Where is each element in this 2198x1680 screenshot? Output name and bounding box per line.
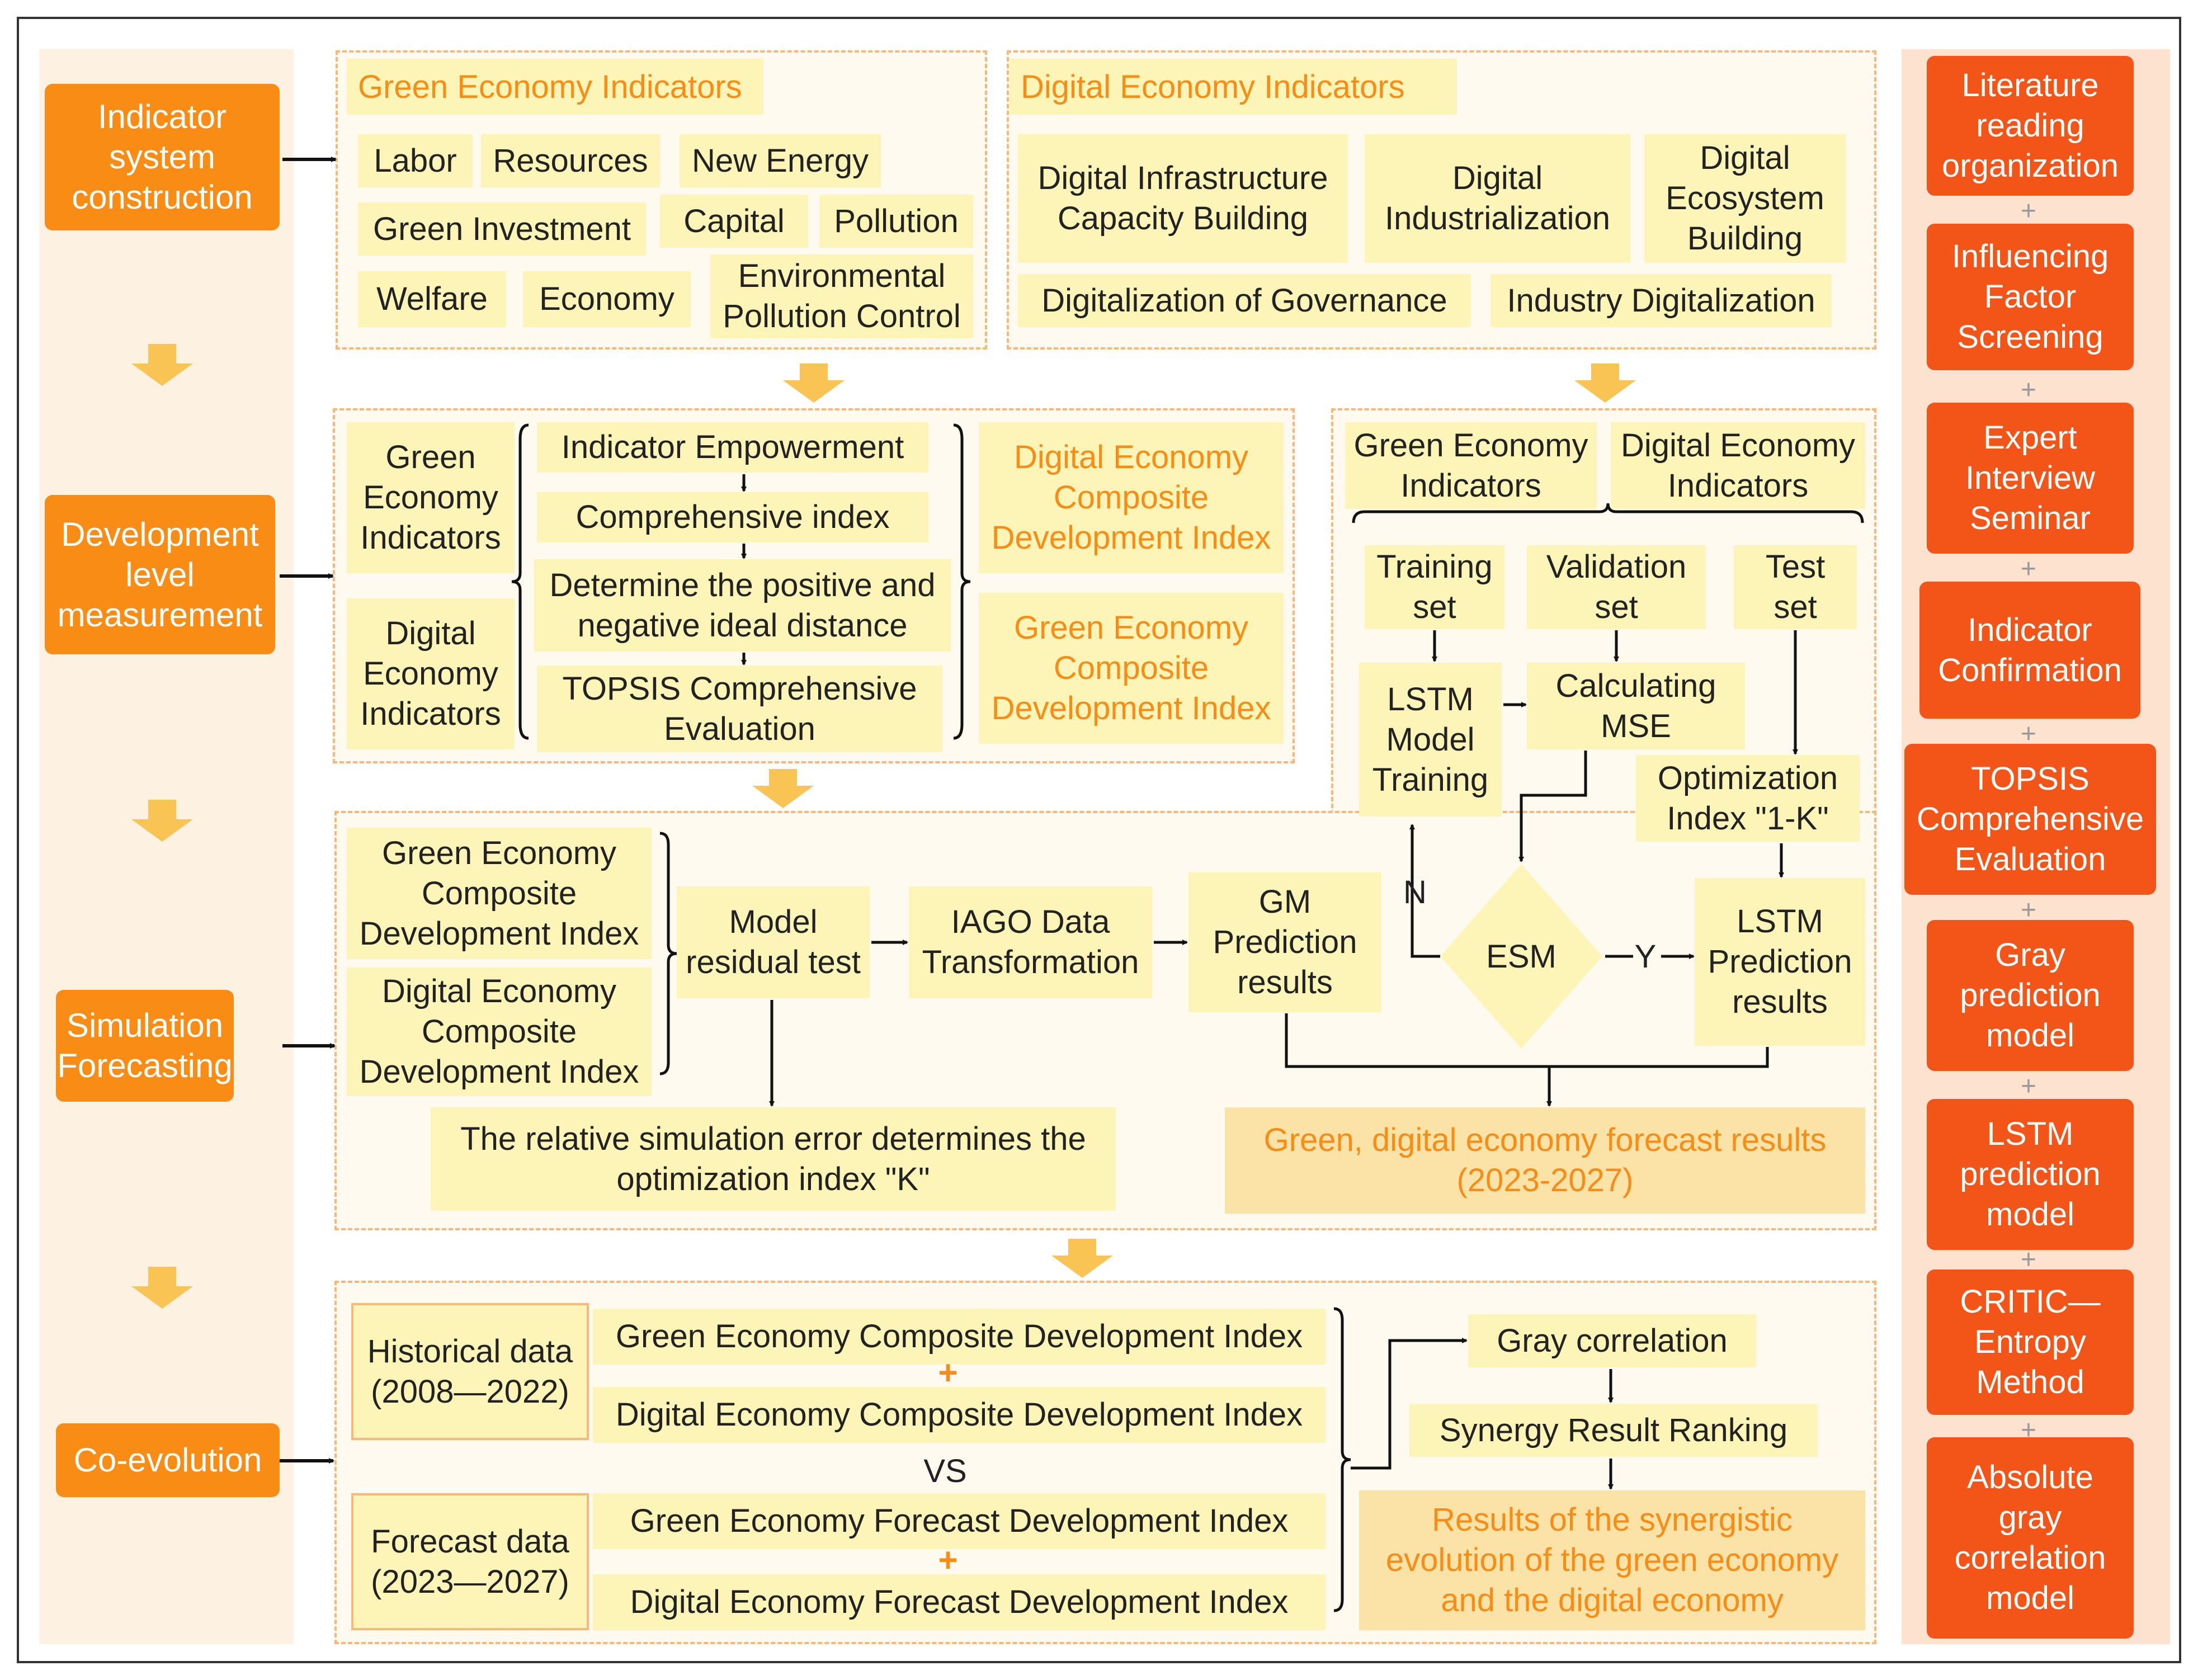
arrow-esm-no [1409, 824, 1440, 958]
synergistic-evolution-results: Results of the synergistic evolution of … [1359, 1490, 1865, 1630]
synergy-result-ranking: Synergy Result Ranking [1409, 1404, 1818, 1457]
method-topsis: TOPSIS Comprehensive Evaluation [1904, 744, 2156, 895]
forecast-data: Forecast data (2023—2027) [351, 1493, 589, 1630]
indicator-environmental-pollution-control: Environmental Pollution Control [710, 254, 973, 338]
green-indicators-title: Green Economy Indicators [347, 59, 763, 115]
indicator-resources: Resources [481, 134, 660, 187]
step-comprehensive-index: Comprehensive index [537, 492, 928, 542]
indicator-industry-digitalization: Industry Digitalization [1491, 274, 1832, 327]
training-set: Training set [1365, 545, 1504, 629]
lstm-input-digital: Digital Economy Indicators [1611, 422, 1865, 509]
hist-green-index: Green Economy Composite Development Inde… [593, 1309, 1326, 1365]
lstm-model-training: LSTM Model Training [1359, 663, 1502, 817]
fc-digital-index: Digital Economy Forecast Development Ind… [593, 1574, 1326, 1630]
forecast-results: Green, digital economy forecast results … [1225, 1107, 1865, 1214]
step-ideal-distance: Determine the positive and negative idea… [534, 559, 951, 652]
forecast-brace [659, 832, 677, 1075]
indicator-digital-infrastructure: Digital Infrastructure Capacity Building [1018, 134, 1348, 263]
digital-indicators-title: Digital Economy Indicators [1010, 59, 1457, 115]
plus-sign: + [2020, 1072, 2037, 1101]
indicator-new-energy: New Energy [680, 134, 881, 187]
stage-simulation-forecasting: Simulation Forecasting [56, 990, 234, 1102]
vs-label: VS [923, 1452, 967, 1489]
down-block-arrows [131, 344, 1636, 1309]
stage-indicator-system: Indicator system construction [45, 84, 280, 230]
step-indicator-empowerment: Indicator Empowerment [537, 422, 928, 473]
esm-label: ESM [1486, 938, 1556, 975]
relative-simulation-error: The relative simulation error determines… [431, 1107, 1116, 1211]
brace-right [953, 423, 971, 740]
gray-correlation: Gray correlation [1468, 1314, 1756, 1367]
method-gray-prediction: Gray prediction model [1927, 920, 2134, 1071]
test-set: Test set [1734, 545, 1857, 629]
plus-sign: + [938, 1541, 958, 1579]
gm-prediction-results: GM Prediction results [1188, 872, 1381, 1012]
stage-arrow [131, 800, 193, 842]
no-label: N [1403, 874, 1427, 910]
arrow-to-gray [1351, 1338, 1468, 1470]
stage-co-evolution: Co-evolution [56, 1423, 280, 1497]
step-topsis-evaluation: TOPSIS Comprehensive Evaluation [537, 666, 942, 752]
indicator-green-investment: Green Investment [358, 202, 646, 256]
plus-sign: + [938, 1354, 958, 1391]
optimization-index-1-k: Optimization Index "1-K" [1636, 755, 1860, 842]
indicator-digital-industrialization: Digital Industrialization [1365, 134, 1630, 263]
flow-arrow [1051, 1239, 1113, 1278]
flow-arrow [783, 364, 845, 403]
forecast-input-green: Green Economy Composite Development Inde… [347, 828, 652, 959]
yes-label: Y [1634, 938, 1657, 975]
stage-arrow [131, 344, 193, 386]
method-gray-correlation: Absolute gray correlation model [1927, 1437, 2134, 1639]
esm-diamond [1440, 864, 1602, 1049]
indicator-economy: Economy [523, 271, 691, 327]
flow-arrow [752, 769, 814, 808]
lstm-input-green: Green Economy Indicators [1345, 422, 1597, 509]
indicator-digital-ecosystem: Digital Ecosystem Building [1644, 134, 1846, 263]
plus-sign: + [2020, 375, 2037, 405]
measurement-output-green: Green Economy Composite Development Inde… [979, 593, 1284, 744]
fc-green-index: Green Economy Forecast Development Index [593, 1493, 1326, 1549]
historical-data: Historical data (2008—2022) [351, 1303, 589, 1440]
method-critic-entropy: CRITIC— Entropy Method [1927, 1270, 2134, 1415]
measurement-input-digital: Digital Economy Indicators [347, 598, 515, 749]
method-factor-screening: Influencing Factor Screening [1927, 224, 2134, 370]
plus-sign: + [2020, 554, 2037, 584]
stage-development-level: Development level measurement [45, 495, 275, 654]
method-literature: Literature reading organization [1927, 56, 2134, 196]
lstm-prediction-results: LSTM Prediction results [1695, 878, 1865, 1046]
measurement-input-green: Green Economy Indicators [347, 422, 515, 573]
stage-arrow [131, 1267, 193, 1309]
plus-sign: + [2020, 196, 2037, 226]
method-indicator-confirmation: Indicator Confirmation [1919, 582, 2140, 719]
brace-left [511, 423, 529, 740]
indicator-capital: Capital [660, 195, 808, 248]
indicator-digital-governance: Digitalization of Governance [1018, 274, 1471, 327]
lstm-brace [1352, 503, 1864, 523]
iago-data-transformation: IAGO Data Transformation [909, 886, 1152, 998]
indicator-pollution: Pollution [819, 195, 973, 248]
method-expert-interview: Expert Interview Seminar [1927, 403, 2134, 554]
flow-arrow [1574, 364, 1636, 403]
forecast-input-digital: Digital Economy Composite Development In… [347, 968, 652, 1096]
arrow-to-esm [1518, 751, 1587, 862]
measurement-output-digital: Digital Economy Composite Development In… [979, 422, 1284, 573]
calculating-mse: Calculating MSE [1527, 663, 1745, 749]
method-lstm-prediction: LSTM prediction model [1927, 1099, 2134, 1250]
indicator-labor: Labor [358, 134, 473, 187]
indicator-welfare: Welfare [358, 271, 506, 327]
hist-digital-index: Digital Economy Composite Development In… [593, 1387, 1326, 1443]
validation-set: Validation set [1527, 545, 1706, 629]
model-residual-test: Model residual test [677, 886, 870, 998]
coevolution-brace [1333, 1307, 1351, 1612]
line-merge-results [1285, 1013, 1769, 1068]
stage-column [39, 49, 294, 1644]
